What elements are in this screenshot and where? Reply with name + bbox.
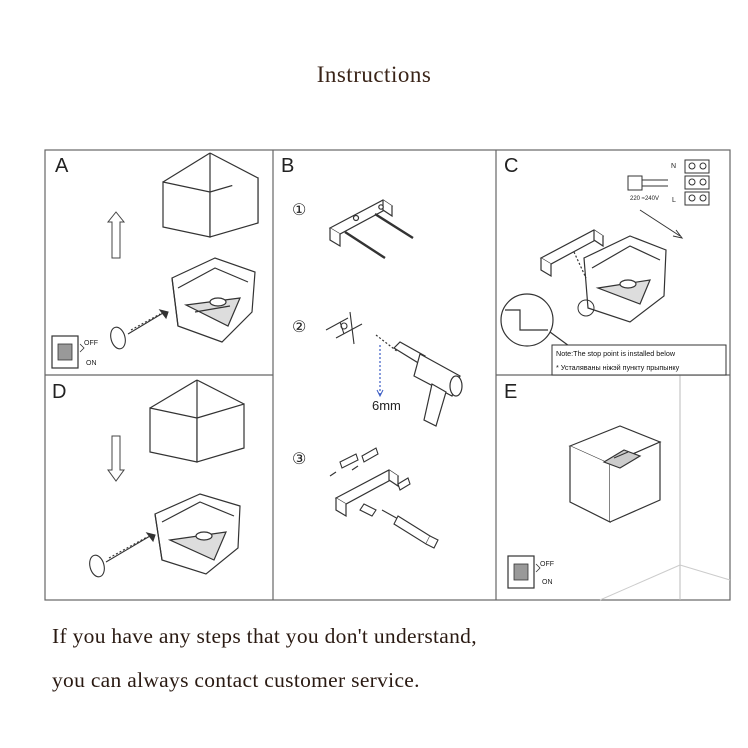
note-line-1: Note:The stop point is installed below [556, 349, 676, 358]
switch-on-label: ON [86, 360, 97, 367]
panel-label-b: B [281, 155, 294, 177]
panel-label-e: E [504, 381, 517, 403]
lamp-body [573, 235, 667, 323]
arrow-up-icon [106, 211, 126, 259]
lamp-cover [162, 152, 259, 238]
step-3-number: ③ [292, 451, 306, 468]
switch-on-label: ON [542, 579, 553, 586]
stop-point-highlight [577, 299, 595, 317]
lamp-base [171, 257, 256, 343]
panel-label-c: C [504, 155, 518, 177]
screw-icon [110, 309, 169, 350]
note-line-2: * Усталяваны ніжэй пункту прыпынку [556, 363, 680, 372]
screwdriver-icon [359, 477, 439, 549]
terminal-l-label: L [672, 197, 676, 204]
panel-label-d: D [52, 381, 66, 403]
panel-a: A [51, 152, 259, 369]
step-1-number: ① [292, 202, 306, 219]
panel-e: E OFF ON [504, 381, 662, 589]
drill-icon [375, 334, 463, 427]
lamp-base [154, 493, 241, 575]
wall-bracket [539, 229, 605, 278]
arrow-down-icon [107, 435, 125, 482]
mounting-bracket-step3 [334, 469, 400, 518]
power-switch-icon: OFF ON [507, 555, 554, 589]
panel-d: D [52, 379, 245, 578]
terminal-block [627, 159, 710, 206]
footer-line-1: If you have any steps that you don't und… [52, 624, 477, 648]
mounting-bracket [328, 199, 414, 260]
page-title: Instructions [316, 62, 432, 87]
screw-icon [89, 532, 156, 578]
note-box [551, 344, 727, 376]
power-switch-icon: OFF ON [51, 335, 98, 369]
switch-off-label: OFF [540, 561, 554, 568]
wall-marking [325, 311, 363, 345]
terminal-n-label: N [671, 163, 676, 170]
drill-size-label: 6mm [372, 398, 401, 413]
step-2-number: ② [292, 319, 306, 336]
footer-line-2: you can always contact customer service. [52, 668, 420, 692]
voltage-label: 220 ≈240V [630, 196, 659, 202]
panel-label-a: A [55, 155, 69, 177]
panel-c: C N L 220 ≈240V [500, 155, 727, 376]
wall-plugs [329, 447, 379, 477]
lamp-cover [149, 379, 245, 463]
installed-lamp [568, 425, 662, 523]
switch-off-label: OFF [84, 340, 98, 347]
panel-b: B ① ② 6mm [281, 155, 463, 549]
